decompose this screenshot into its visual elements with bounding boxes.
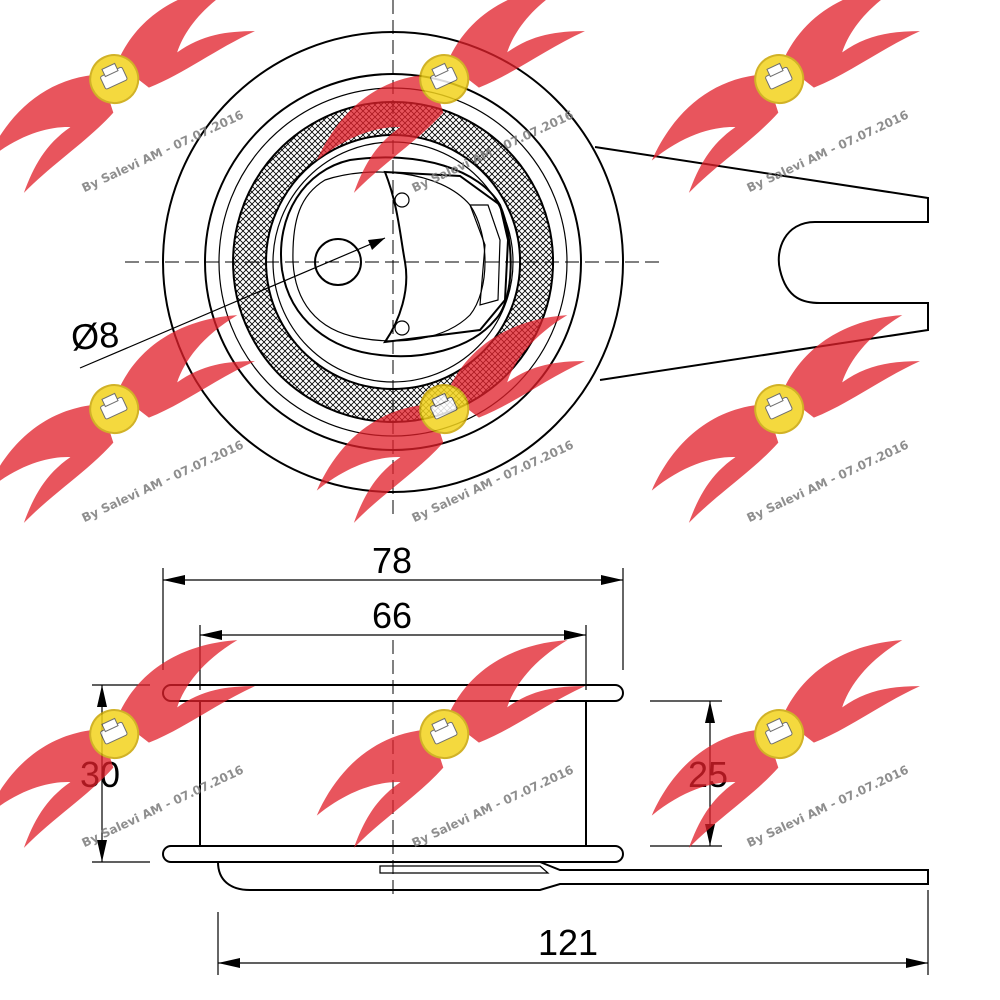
- watermark-8: By Salevi AM - 07.07.2016: [277, 599, 624, 858]
- dim-30-arrow-top: [97, 685, 107, 707]
- dim-121-arrow-left: [218, 958, 240, 968]
- base-arm-detail: [379, 865, 550, 874]
- dim-121-arrow-right: [906, 958, 928, 968]
- watermark-7: By Salevi AM - 07.07.2016: [0, 599, 294, 858]
- plate-rivet-bottom: [394, 320, 410, 336]
- adjuster-slot: [469, 204, 501, 306]
- base-arm: [217, 861, 929, 891]
- eccentric-hub: [280, 156, 512, 358]
- tensioner-arm: [594, 146, 929, 381]
- watermark-5: By Salevi AM - 07.07.2016: [277, 274, 624, 533]
- dim-78-arrow-right: [601, 575, 623, 585]
- side-view: 78 66 30 25 121: [80, 540, 929, 975]
- dim-25-arrow-top: [705, 701, 715, 723]
- dim-66-arrow-left: [200, 630, 222, 640]
- watermark-3: By Salevi AM - 07.07.2016: [612, 0, 959, 203]
- bore-arrow: [368, 238, 385, 250]
- dim-66-arrow-right: [564, 630, 586, 640]
- bore-leader-line: [79, 237, 386, 369]
- plate-rivet-top: [394, 192, 410, 208]
- watermark-9: By Salevi AM - 07.07.2016: [612, 599, 959, 858]
- watermark-6: By Salevi AM - 07.07.2016: [612, 274, 959, 533]
- dim-30-arrow-bottom: [97, 840, 107, 862]
- dim-78-arrow-left: [163, 575, 185, 585]
- watermark-logo-icon: [0, 0, 294, 203]
- bore-diameter-label: Ø8: [70, 314, 121, 358]
- hub-inner-contour: [292, 171, 486, 342]
- dim-78-label: 78: [372, 540, 412, 581]
- dim-121-label: 121: [538, 922, 598, 963]
- dim-66-label: 66: [372, 595, 412, 636]
- adjuster-plate: [382, 170, 510, 344]
